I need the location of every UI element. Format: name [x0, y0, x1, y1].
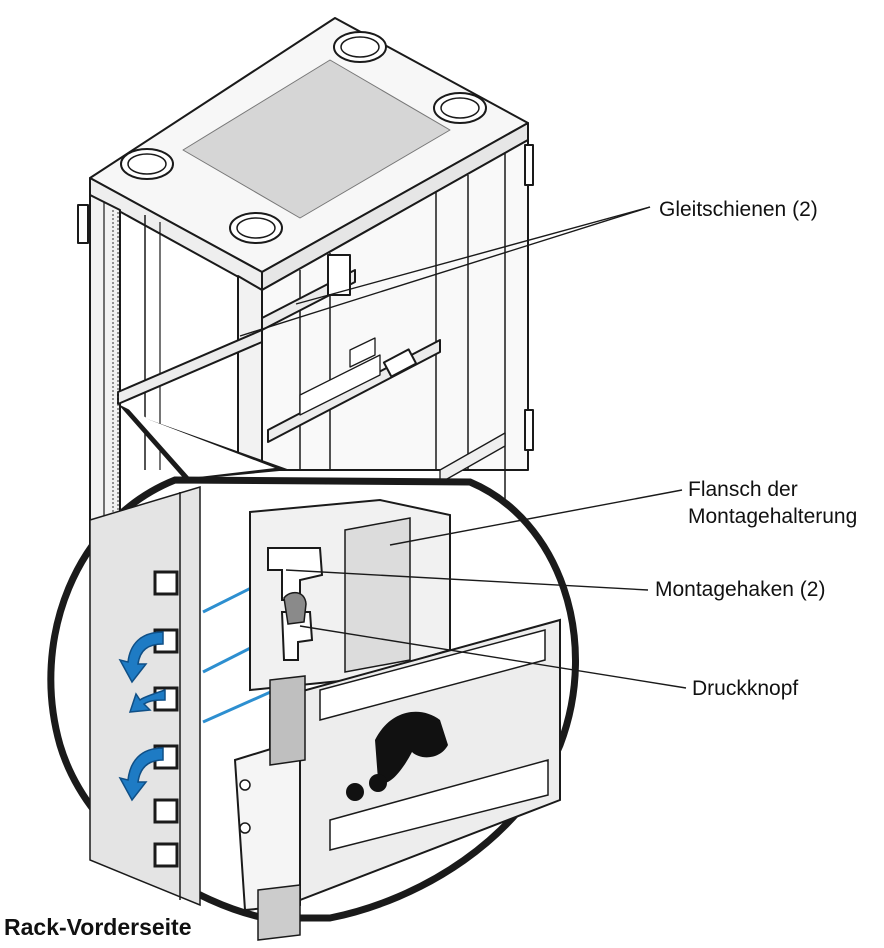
insertion-arrow-2 — [128, 688, 166, 713]
rail-cutout — [375, 711, 448, 784]
label-mounting-hooks: Montagehaken (2) — [655, 576, 825, 603]
label-slide-rails: Gleitschienen (2) — [659, 196, 818, 223]
push-button — [283, 591, 307, 625]
label-bracket-flange-line1: Flansch der — [688, 478, 798, 501]
leader-push-button — [299, 625, 687, 689]
rack-cabinet — [77, 17, 534, 561]
leader-slide-rails-1 — [239, 206, 651, 337]
cable-opening-3-inner — [440, 97, 480, 119]
label-bracket-flange-line2: Montagehalterung — [688, 505, 858, 528]
label-slide-rails-text: Gleitschienen (2) — [659, 198, 818, 221]
label-push-button-text: Druckknopf — [692, 677, 799, 700]
front-right-post — [237, 275, 263, 471]
leader-hooks — [285, 569, 649, 591]
detail-rack-post — [89, 485, 201, 907]
label-mounting-hooks-text: Montagehaken (2) — [655, 578, 826, 601]
label-push-button: Druckknopf — [692, 675, 798, 702]
insertion-arrow-1 — [118, 631, 164, 684]
front-left-post — [89, 194, 121, 561]
rack-rail-holes — [112, 210, 119, 552]
label-bracket-flange: Flansch der Montagehalterung — [688, 476, 857, 530]
label-rack-front: Rack-Vorderseite — [4, 914, 192, 941]
insertion-arrow-3 — [118, 747, 164, 802]
leader-flange — [389, 489, 683, 546]
cable-opening-2-inner — [340, 36, 380, 58]
insertion-arrows — [118, 631, 166, 802]
label-rack-front-text: Rack-Vorderseite — [4, 914, 192, 940]
mounting-hooks — [267, 547, 324, 661]
cable-opening-1-inner — [127, 153, 167, 175]
cable-opening-4-inner — [236, 217, 276, 239]
leader-slide-rails-2 — [295, 206, 651, 305]
rack-vent-grid — [182, 59, 451, 219]
zoom-detail — [47, 476, 580, 941]
leader-lines — [239, 206, 687, 689]
